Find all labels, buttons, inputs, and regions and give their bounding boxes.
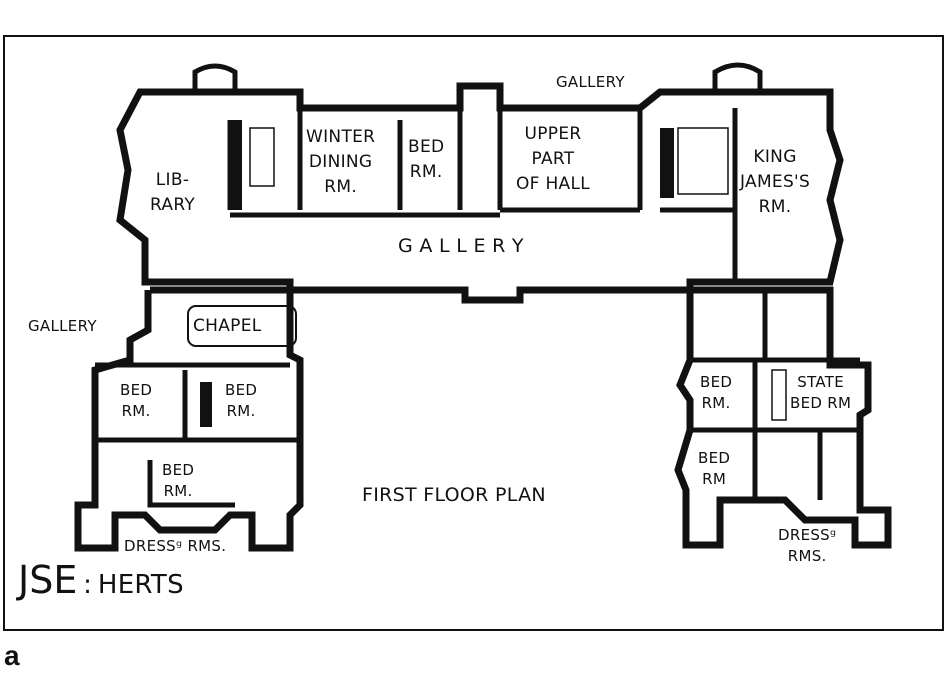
room-label-bed-left-1: BED RM.	[120, 381, 153, 420]
room-label-bed-right-2: BED RM	[698, 449, 731, 488]
room-label-state-bed: STATE BED RM	[790, 373, 852, 412]
room-label-gallery-main: G A L L E R Y	[398, 235, 524, 257]
room-label-upper-hall: UPPER PART OF HALL	[516, 124, 591, 194]
signature: JSE : HERTS	[18, 561, 184, 601]
room-label-dressing-left: DRESSᵍ RMS.	[124, 537, 227, 555]
room-label-dressing-right: DRESSᵍ RMS.	[778, 526, 837, 565]
room-label-bed-top: BED RM.	[408, 137, 445, 182]
stairs	[249, 127, 787, 421]
room-label-gallery-top: GALLERY	[556, 73, 625, 91]
signature-initials: JSE	[18, 558, 78, 602]
room-label-bed-right-1: BED RM.	[700, 373, 733, 412]
room-label-bed-left-3: BED RM.	[162, 461, 195, 500]
signature-separator: :	[83, 570, 93, 600]
walls	[74, 62, 892, 552]
room-label-gallery-left: GALLERY	[28, 317, 97, 335]
room-label-chapel: CHAPEL	[193, 316, 262, 336]
room-label-king-james: KING JAMES'S RM.	[740, 147, 811, 217]
stair-blocks	[200, 120, 674, 427]
room-label-library: LIB- RARY	[150, 170, 196, 215]
signature-location: HERTS	[97, 570, 184, 600]
frame-border	[3, 35, 944, 631]
room-label-winter-dining: WINTER DINING RM.	[306, 127, 376, 197]
plan-title: FIRST FLOOR PLAN	[362, 484, 546, 506]
figure-letter: a	[4, 640, 20, 671]
room-label-bed-left-2: BED RM.	[225, 381, 258, 420]
